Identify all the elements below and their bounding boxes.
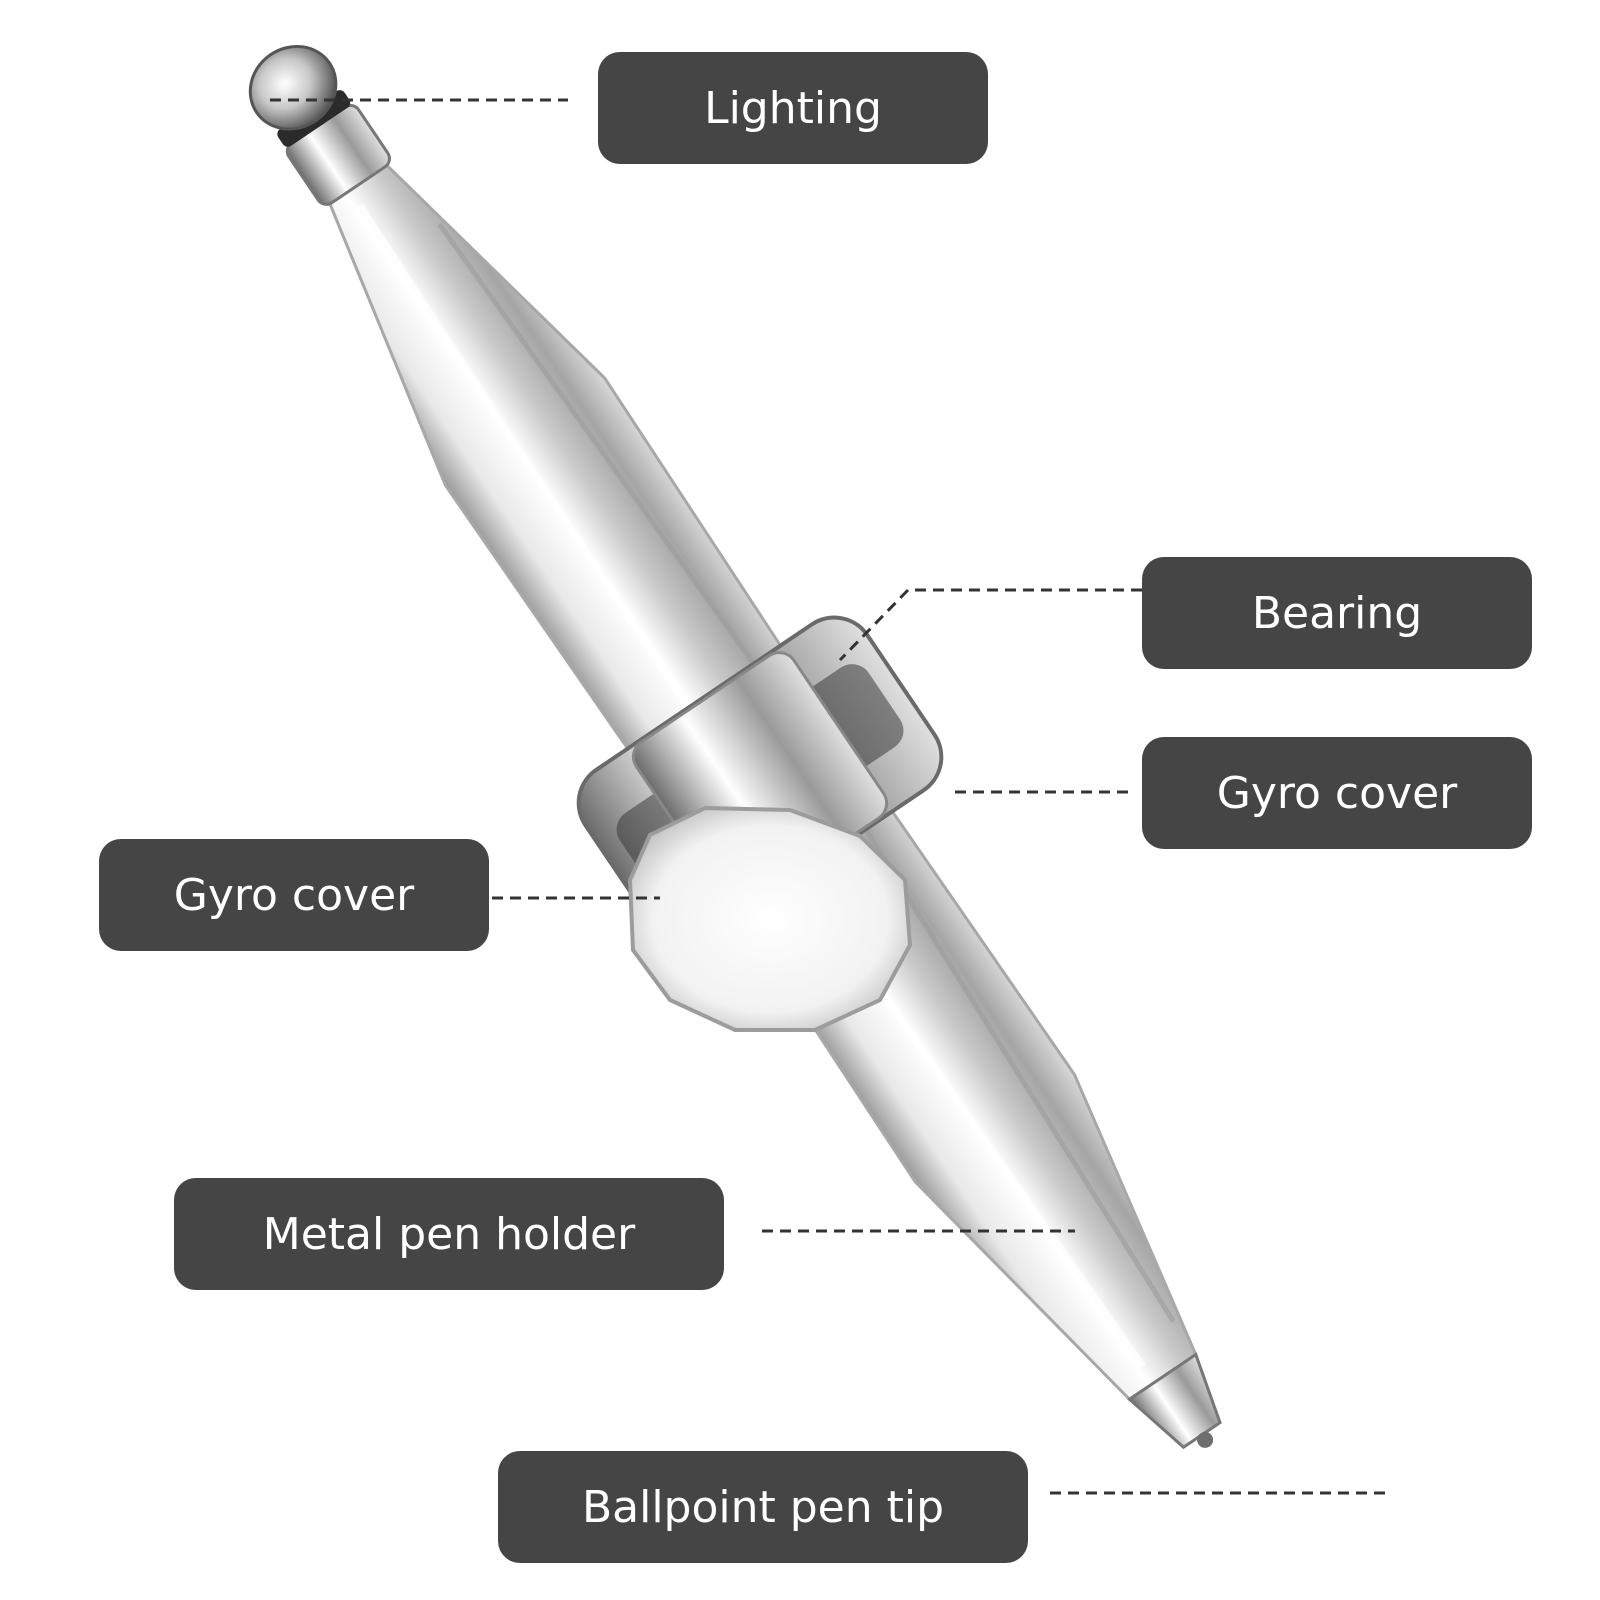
tip-ball [1197, 1431, 1214, 1448]
upper-barrel [327, 162, 789, 759]
label-gyro-cover-right: Gyro cover [1142, 737, 1532, 849]
label-lighting: Lighting [598, 52, 988, 164]
leader-line-bearing [838, 588, 1142, 662]
label-metal-pen-holder: Metal pen holder [174, 1178, 724, 1290]
gyro-cover-disc [627, 805, 913, 1032]
label-ballpoint-pen-tip: Ballpoint pen tip [498, 1451, 1028, 1563]
label-gyro-cover-left: Gyro cover [99, 839, 489, 951]
label-bearing: Bearing [1142, 557, 1532, 669]
facet-shadow [437, 222, 1176, 1323]
leader-lines [270, 98, 1385, 1495]
lighting-bulb [248, 44, 338, 131]
ballpoint-tip [1127, 1352, 1222, 1450]
